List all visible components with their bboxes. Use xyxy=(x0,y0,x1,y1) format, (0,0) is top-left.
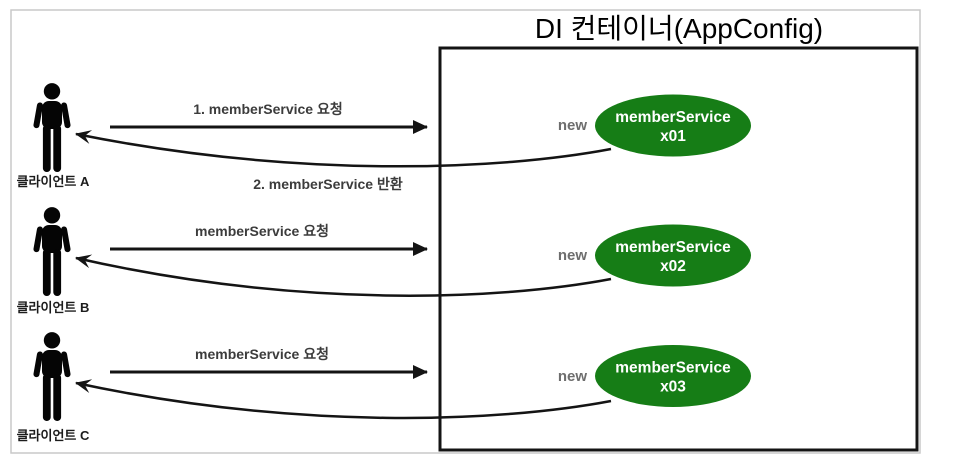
instance-ellipse-x03 xyxy=(595,345,751,407)
instance-x01-id: x01 xyxy=(660,128,686,145)
return-arrow-client-c xyxy=(75,379,612,420)
container-title: DI 컨테이너(AppConfig) xyxy=(535,13,823,44)
instance-x01-name: memberService xyxy=(615,109,731,126)
instance-x03-name: memberService xyxy=(615,360,731,377)
new-keyword-x01: new xyxy=(558,117,588,134)
instance-ellipse-x02 xyxy=(595,224,751,287)
new-keyword-x02: new xyxy=(558,247,588,264)
return-arrow-client-b xyxy=(75,254,612,297)
instance-x02-name: memberService xyxy=(615,239,731,256)
instance-x03-id: x03 xyxy=(660,379,686,396)
new-keyword-x03: new xyxy=(558,368,588,385)
instance-ellipse-x01 xyxy=(595,94,751,157)
return-arrow-client-a xyxy=(75,130,612,168)
request-label-client-c: memberService 요청 xyxy=(195,346,329,362)
client-c-label: 클라이언트 C xyxy=(17,428,90,443)
client-a-label: 클라이언트 A xyxy=(17,174,90,189)
instance-x02-id: x02 xyxy=(660,258,686,275)
request-label-client-b: memberService 요청 xyxy=(195,223,329,239)
return-label-client-a: 2. memberService 반환 xyxy=(253,176,403,192)
client-b-label: 클라이언트 B xyxy=(17,300,90,315)
request-label-client-a: 1. memberService 요청 xyxy=(193,101,343,117)
